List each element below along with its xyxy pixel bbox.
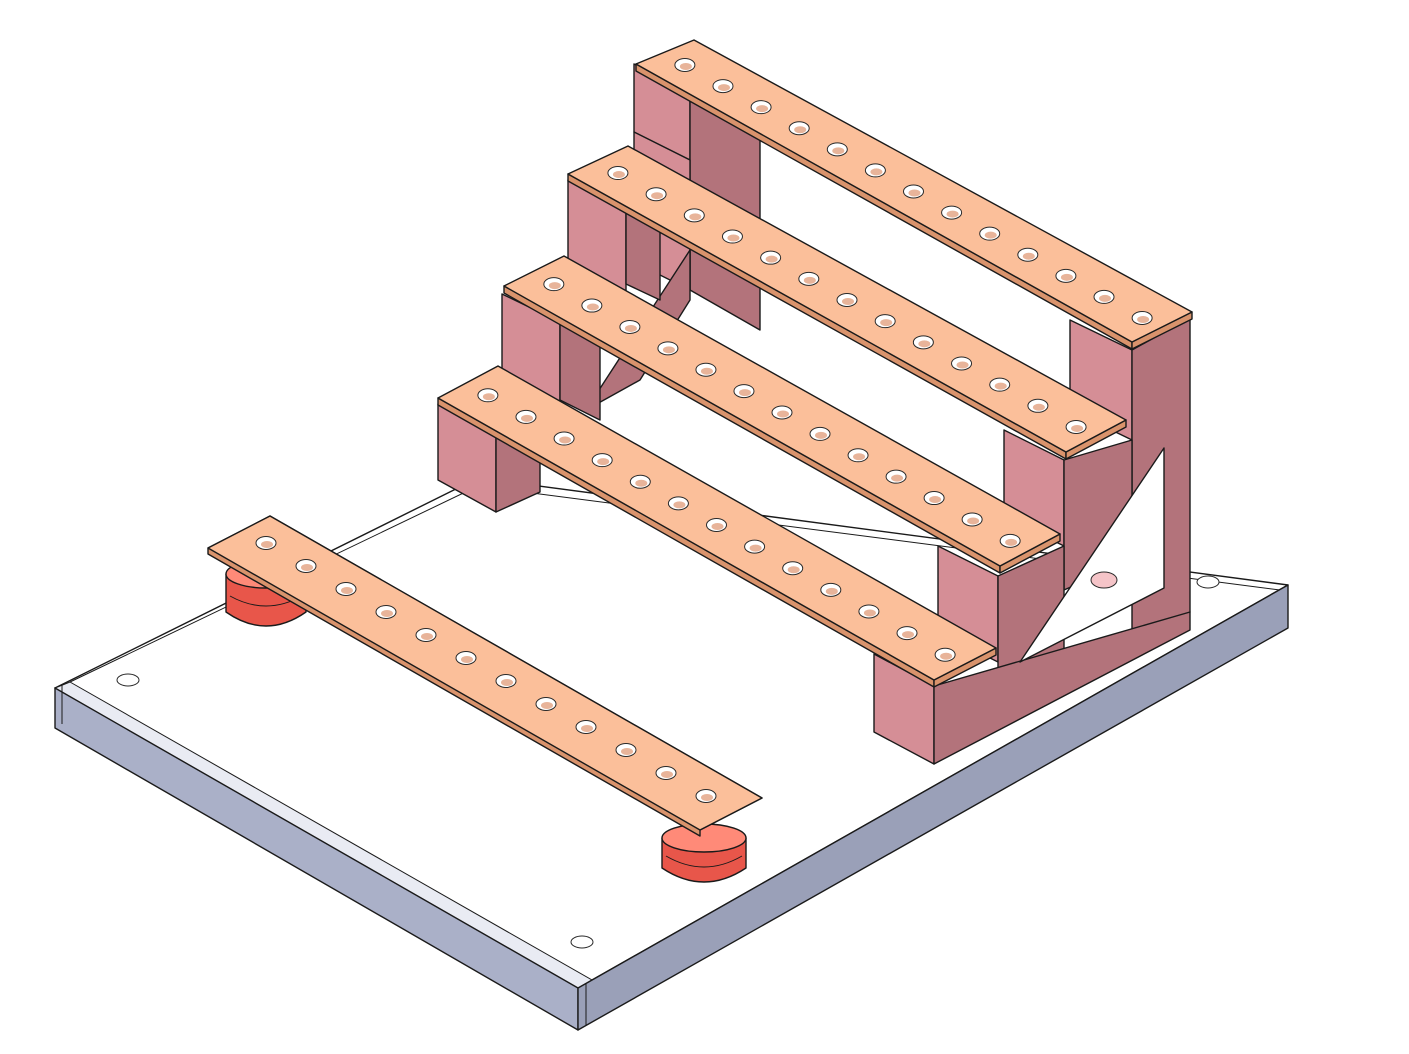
busbar-hole <box>826 142 848 157</box>
busbar-hole <box>706 518 727 532</box>
busbar-hole <box>771 405 793 420</box>
busbar-hole <box>999 533 1021 548</box>
busbar-hole <box>923 491 945 506</box>
busbar-hole <box>847 448 869 463</box>
busbar-step-1 <box>635 39 1193 350</box>
busbar-hole <box>455 651 477 665</box>
plate-hole <box>116 673 140 687</box>
busbar-hole <box>744 539 766 554</box>
busbar-hole <box>858 604 880 619</box>
busbar-hole <box>674 58 696 72</box>
busbar-hole <box>667 496 689 511</box>
busbar-hole <box>575 720 597 734</box>
busbar-hole <box>619 319 641 334</box>
stepped-busbars <box>437 39 1193 688</box>
busbar-hole <box>1131 311 1153 325</box>
plate-side-face <box>577 584 1289 1031</box>
busbar-hole <box>255 536 277 550</box>
busbar-hole <box>798 271 820 286</box>
busbar-step-4 <box>437 365 997 688</box>
front-bracket <box>873 317 1191 765</box>
busbar-hole <box>782 561 804 576</box>
busbar-hole <box>495 674 517 688</box>
busbar-hole <box>788 121 810 136</box>
busbar-hole <box>655 766 677 780</box>
busbar-hole <box>836 293 858 307</box>
plate-hole <box>1196 575 1220 589</box>
busbar-hole <box>645 187 667 202</box>
busbar-hole <box>721 229 743 244</box>
busbar-hole <box>581 298 603 313</box>
busbar-hole <box>695 362 717 377</box>
busbar-hole <box>864 163 886 178</box>
busbar-hole <box>896 626 918 641</box>
busbar-hole <box>809 426 831 441</box>
busbar-hole <box>874 314 896 329</box>
busbar-step-3 <box>503 255 1061 574</box>
insulator-right <box>661 823 747 883</box>
busbar-hole <box>375 605 397 619</box>
busbar-hole <box>989 377 1011 392</box>
busbar-hole <box>1093 289 1115 304</box>
busbar-hole <box>591 453 613 468</box>
busbar-hole <box>629 474 651 489</box>
busbar-hole <box>543 277 565 292</box>
busbar-hole <box>912 335 934 350</box>
busbar-hole <box>683 208 705 223</box>
busbar-hole <box>335 582 357 596</box>
busbar-hole <box>1065 419 1087 434</box>
busbar-hole <box>515 409 537 424</box>
busbar-hole <box>941 205 963 220</box>
busbar-hole <box>934 647 956 662</box>
busbar-hole <box>553 431 575 446</box>
busbar-hole <box>750 100 772 115</box>
busbar-hole <box>657 341 679 356</box>
busbar-hole <box>1017 247 1039 262</box>
busbar-hole <box>1027 398 1049 413</box>
busbar-hole <box>951 356 973 371</box>
busbar-step-2 <box>567 145 1127 460</box>
busbar-hole <box>615 743 637 757</box>
busbar-hole <box>295 559 317 573</box>
busbar-hole <box>903 184 924 199</box>
loose-busbar <box>207 515 763 837</box>
busbar-hole <box>885 469 907 484</box>
busbar-hole <box>979 226 1001 241</box>
plate-hole <box>570 935 594 949</box>
busbar-hole <box>477 388 499 403</box>
busbar-hole <box>820 582 842 597</box>
busbar-hole <box>415 628 437 642</box>
busbar-hole <box>712 79 734 94</box>
busbar-hole <box>1055 268 1077 283</box>
busbar-hole <box>535 697 557 711</box>
busbar-hole <box>733 384 755 399</box>
bracket-hole <box>1090 571 1118 589</box>
busbar-hole <box>607 166 629 181</box>
busbar-hole <box>760 250 782 265</box>
busbar-hole <box>695 789 717 803</box>
busbar-hole <box>961 512 983 527</box>
